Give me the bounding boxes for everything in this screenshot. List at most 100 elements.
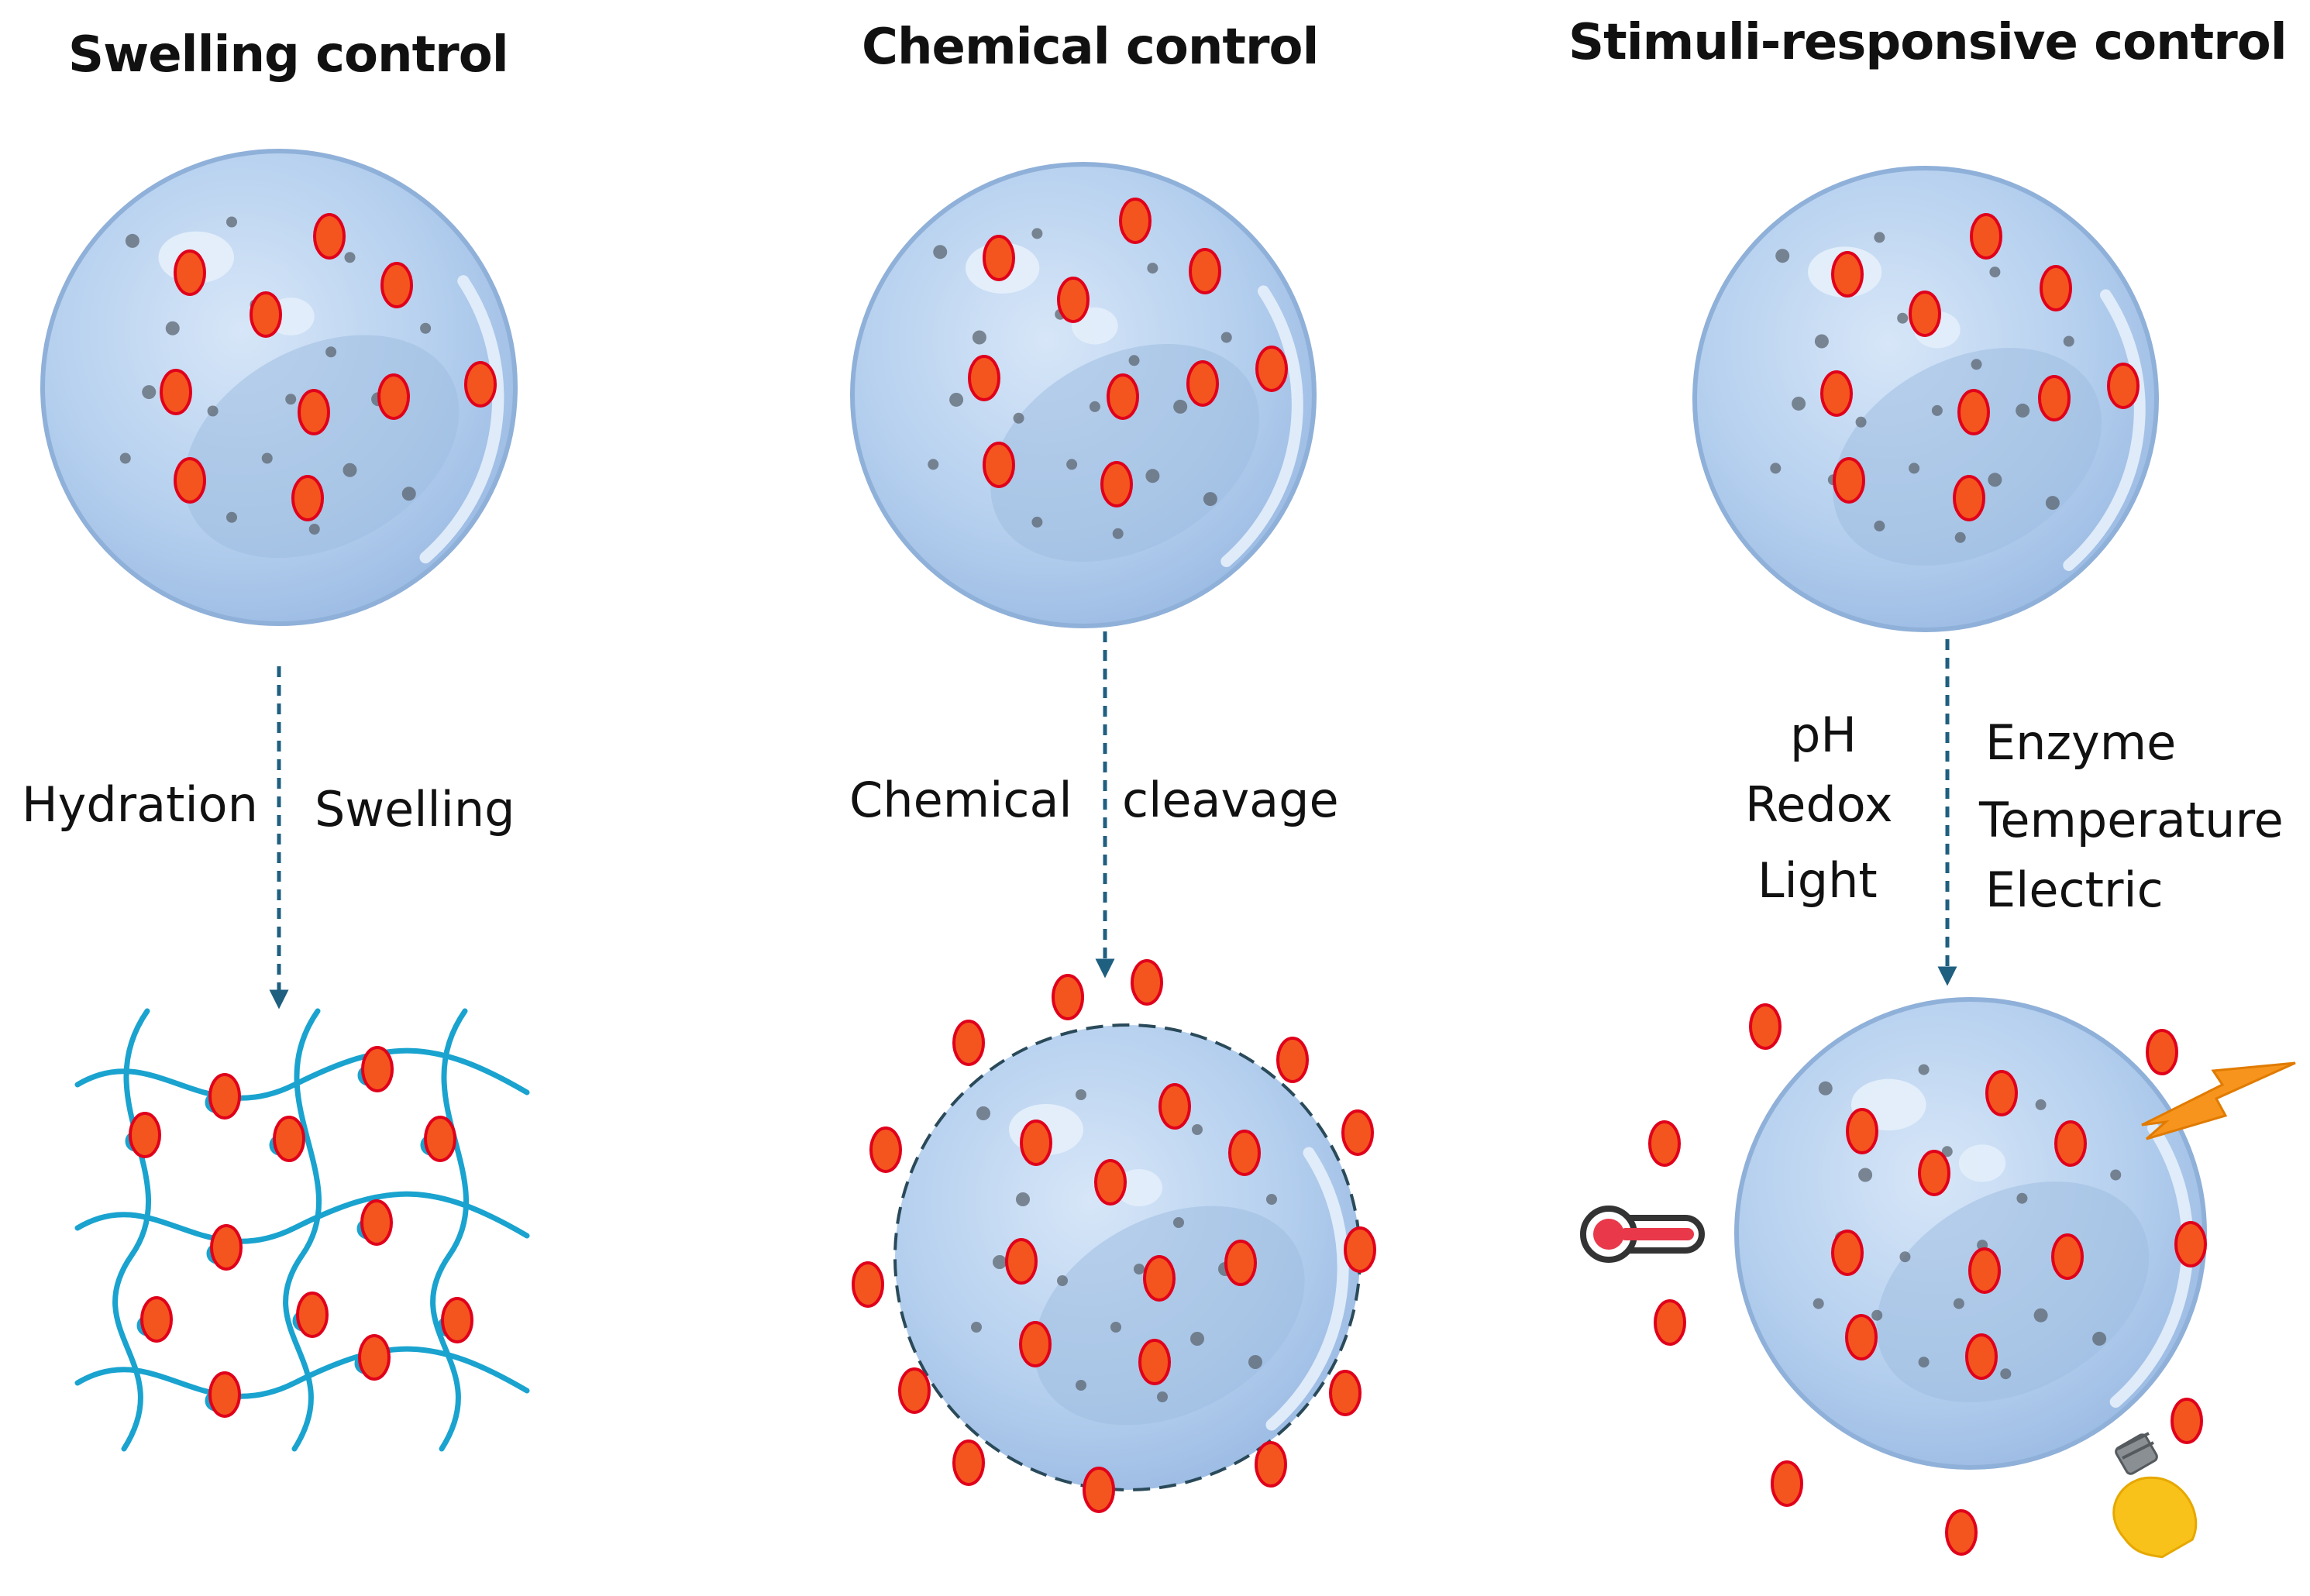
pore — [420, 322, 432, 334]
bulb-thread — [2122, 1441, 2154, 1460]
pore — [1855, 416, 1867, 428]
pore — [285, 394, 297, 405]
drug-particle — [1846, 1108, 1878, 1154]
pore — [1909, 463, 1920, 474]
drug-particle — [296, 1292, 329, 1338]
pore — [1918, 1357, 1930, 1368]
polymer-chain — [112, 1008, 152, 1452]
drug-particle — [1749, 1003, 1782, 1050]
hydrogel-network — [74, 1008, 530, 1452]
pore — [1066, 459, 1078, 470]
label-hydration: Hydration — [22, 776, 258, 833]
drug-particle — [983, 442, 1015, 488]
drug-particle — [1131, 959, 1163, 1006]
pore — [343, 463, 357, 477]
drug-particle — [377, 373, 410, 420]
pore — [1220, 332, 1232, 343]
drug-particle — [852, 1261, 884, 1308]
thermometer-bulb-fill — [1593, 1219, 1624, 1250]
drug-particle — [1255, 346, 1288, 392]
pore — [993, 1255, 1007, 1269]
drug-particle — [160, 369, 192, 415]
drug-particle — [1833, 457, 1865, 504]
pore — [1173, 399, 1188, 414]
drug-particle — [983, 235, 1015, 281]
pore — [1918, 1064, 1930, 1075]
lightning-icon — [2141, 1061, 2296, 1140]
drug-particle — [1189, 248, 1221, 294]
pore — [1192, 1124, 1203, 1135]
drug-particle — [2174, 1221, 2207, 1268]
pore — [1871, 1309, 1883, 1321]
polymer-chain — [74, 1047, 530, 1101]
drug-particle — [1143, 1255, 1176, 1302]
pore — [1954, 531, 1966, 543]
drug-particle — [1341, 1109, 1374, 1156]
drug-particle — [1957, 389, 1990, 435]
pore — [2016, 1192, 2028, 1204]
drug-particle — [1276, 1037, 1309, 1083]
pore — [308, 524, 320, 535]
drug-particle — [174, 457, 206, 504]
drug-particle — [1057, 277, 1090, 323]
sphere-highlight — [1116, 1169, 1162, 1206]
pore — [1076, 1089, 1086, 1100]
pore — [1031, 516, 1043, 528]
panel-title-swelling: Swelling control — [68, 26, 509, 84]
drug-particle — [358, 1334, 391, 1381]
sphere-rim-highlight — [419, 275, 504, 564]
pore — [119, 452, 131, 464]
pore — [1971, 359, 1982, 370]
pore — [1248, 1355, 1262, 1369]
pore — [1814, 334, 1829, 349]
pore — [1858, 1168, 1873, 1182]
drug-particle — [1965, 1333, 1998, 1380]
drug-particle — [441, 1297, 473, 1343]
pore — [2045, 496, 2060, 511]
drug-particle — [2054, 1120, 2087, 1167]
drug-particle — [869, 1126, 902, 1173]
pore — [1057, 1275, 1068, 1286]
drug-particle — [1344, 1226, 1376, 1273]
drug-particle — [1771, 1460, 1803, 1507]
sphere-rim-highlight — [1220, 285, 1303, 568]
pore — [1874, 232, 1885, 243]
pore — [1147, 263, 1158, 274]
pore — [976, 1106, 990, 1120]
sphere-highlight — [1958, 1144, 2006, 1182]
drug-particle — [1654, 1299, 1686, 1346]
pore — [401, 487, 416, 501]
drug-particle — [1052, 974, 1084, 1020]
pore — [1899, 1251, 1911, 1263]
drug-particle — [424, 1116, 456, 1162]
drug-particle — [1831, 251, 1864, 298]
lightning-shape — [2141, 1061, 2296, 1140]
drug-particle — [1094, 1159, 1127, 1206]
sphere-core — [1876, 1182, 2150, 1402]
pore — [325, 346, 337, 358]
polymer-chain — [283, 1008, 322, 1452]
drug-particle — [208, 1371, 241, 1418]
pore — [1770, 463, 1782, 474]
drug-particle — [1224, 1240, 1257, 1286]
pore — [1145, 469, 1160, 483]
pore — [1874, 520, 1885, 531]
pore — [261, 452, 273, 464]
pore — [972, 330, 986, 345]
pore — [971, 1322, 982, 1333]
drug-particle — [1107, 373, 1139, 420]
pore — [1157, 1391, 1168, 1402]
drug-particle — [129, 1112, 161, 1158]
drug-particle — [1100, 461, 1133, 507]
pore — [1953, 1298, 1964, 1309]
panel-title-stimuli: Stimuli-responsive control — [1568, 14, 2288, 71]
drug-particle — [313, 213, 346, 260]
pore — [1941, 1146, 1953, 1157]
drug-particle — [360, 1199, 393, 1246]
drug-particle — [1909, 291, 1941, 337]
polymer-chain — [74, 1191, 530, 1244]
polymer-chain — [430, 1008, 470, 1452]
drug-particle — [2051, 1233, 2084, 1280]
pore — [1112, 528, 1124, 539]
